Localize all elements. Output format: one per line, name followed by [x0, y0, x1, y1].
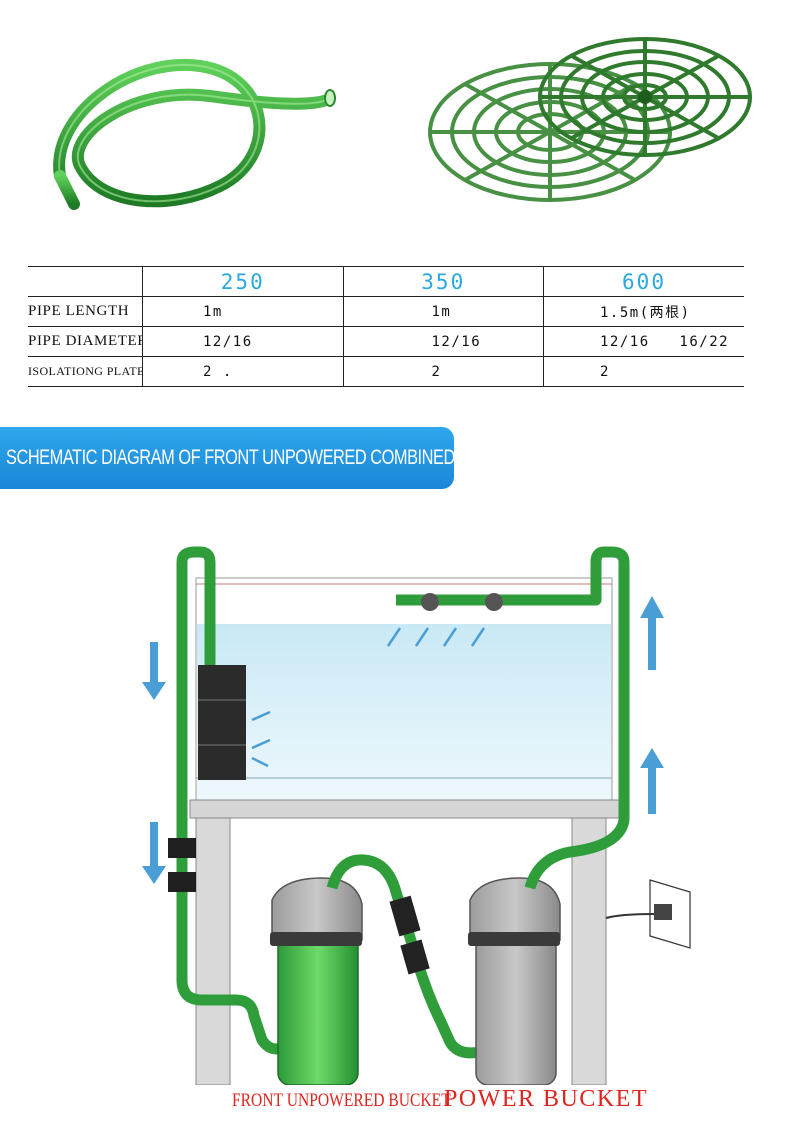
table-cell: 12/16 16/22	[543, 326, 744, 357]
header-corner	[28, 266, 143, 297]
spec-table: 250 350 600 PIPE LENGTH 1m 1m 1.5m(两根) P…	[28, 266, 744, 387]
row-label-isolation-plate: ISOLATIONG PLATE	[28, 356, 143, 387]
banner-title: SCHEMATIC DIAGRAM OF FRONT UNPOWERED COM…	[6, 446, 492, 469]
table-cell: 2 .	[142, 356, 344, 387]
table-row: PIPE DIAMETER 12/16 12/16 12/16 16/22	[28, 326, 744, 357]
table-cell: 1.5m(两根)	[543, 296, 744, 327]
power-bucket	[468, 877, 561, 1086]
table-row: ISOLATIONG PLATE 2 . 2 2	[28, 356, 744, 387]
table-row: PIPE LENGTH 1m 1m 1.5m(两根)	[28, 296, 744, 327]
tank-water	[197, 624, 611, 800]
table-header-row: 250 350 600	[28, 266, 744, 297]
table-cell: 2	[343, 356, 544, 387]
green-hose-icon	[40, 26, 340, 226]
model-600: 600	[543, 266, 744, 297]
table-cell: 12/16	[142, 326, 344, 357]
row-label-pipe-length: PIPE LENGTH	[28, 296, 143, 327]
front-unpowered-bucket-label: FRONT UNPOWERED BUCKET	[232, 1090, 451, 1111]
table-cell: 1m	[343, 296, 544, 327]
section-banner: SCHEMATIC DIAGRAM OF FRONT UNPOWERED COM…	[0, 427, 492, 489]
table-cell: 2	[543, 356, 744, 387]
model-350: 350	[343, 266, 544, 297]
table-cell: 1m	[142, 296, 344, 327]
flow-arrow-icon	[142, 596, 664, 884]
power-bucket-label: POWER BUCKET	[444, 1086, 648, 1112]
prefilter-box	[198, 665, 246, 780]
table-cell: 12/16	[343, 326, 544, 357]
row-label-pipe-diameter: PIPE DIAMETER	[28, 326, 143, 357]
isolation-plate-icon	[420, 22, 760, 222]
front-unpowered-bucket	[270, 877, 363, 1086]
model-250: 250	[142, 266, 344, 297]
wall-socket-icon	[605, 879, 691, 949]
schematic-diagram	[0, 500, 790, 1089]
